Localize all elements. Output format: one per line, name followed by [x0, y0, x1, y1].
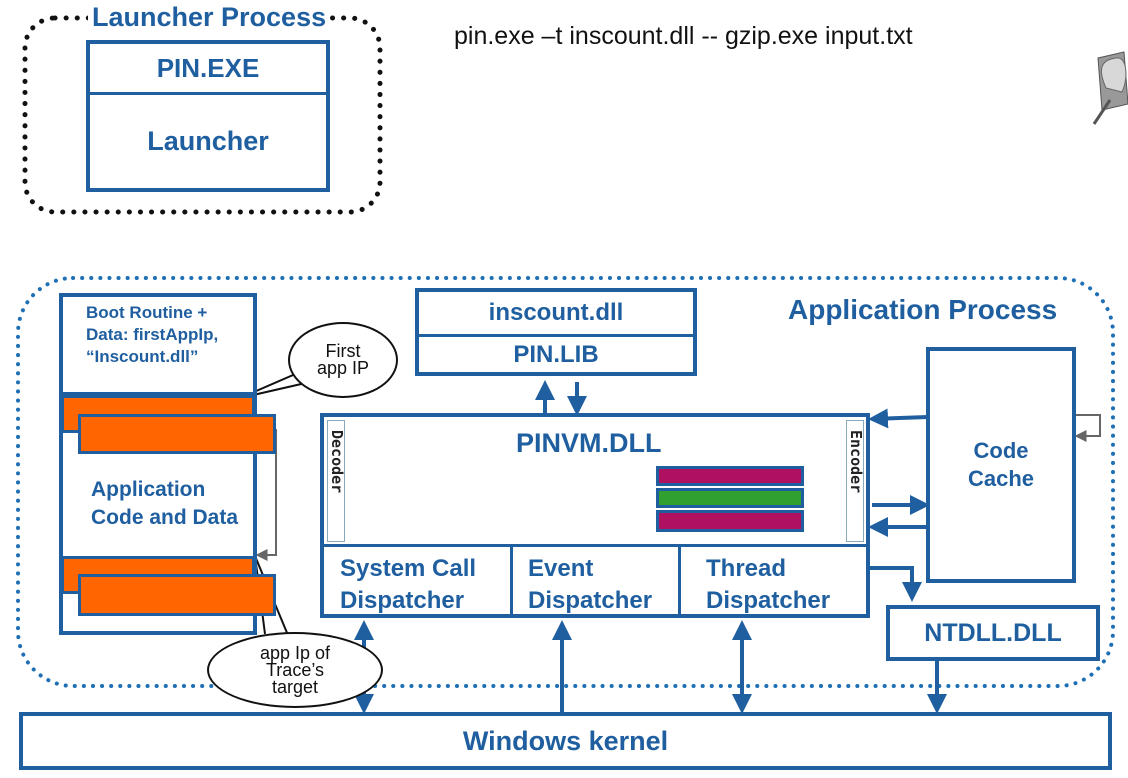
event-dispatcher-label: Event Dispatcher [528, 555, 653, 614]
app-code-label: Application Code and Data [91, 478, 239, 529]
thread-dispatcher-label: Thread Dispatcher [706, 555, 831, 614]
launcher-process-title: Launcher Process [88, 2, 331, 33]
pushpin-icon [1092, 51, 1128, 125]
launcher-label: Launcher [147, 125, 269, 156]
encoder-strip [846, 420, 864, 542]
application-process-title: Application Process [788, 294, 1058, 325]
pin-exe-label: PIN.EXE [90, 44, 326, 95]
trace-bar-magenta-bottom [656, 510, 804, 532]
decoder-label: Decoder [328, 430, 346, 494]
encoder-label: Encoder [847, 430, 865, 494]
command-line-text: pin.exe –t inscount.dll -- gzip.exe inpu… [454, 22, 913, 50]
windows-kernel-box: Windows kernel [19, 712, 1112, 770]
windows-kernel-label: Windows kernel [462, 725, 669, 756]
inscount-dll-label: inscount.dll [419, 292, 693, 337]
code-block-front-top [78, 414, 276, 454]
code-cache-label: Code Cache [967, 438, 1035, 491]
launcher-process-boundary [22, 15, 383, 215]
pin-lib-label: PIN.LIB [513, 341, 599, 368]
application-process-boundary [16, 276, 1115, 688]
tool-box: inscount.dll PIN.LIB [415, 288, 697, 376]
ntdll-box: NTDLL.DLL [886, 605, 1100, 661]
trace-target-callout: app Ip of Trace’s target [207, 632, 383, 708]
trace-bar-green [656, 488, 804, 508]
trace-bar-magenta-top [656, 466, 804, 486]
boot-routine-label: Boot Routine + Data: firstAppIp, “Inscou… [86, 303, 219, 366]
pinvm-label: PINVM.DLL [516, 428, 662, 458]
trace-target-text: app Ip of Trace’s target [259, 642, 331, 697]
dispatcher-sep-2 [678, 544, 681, 618]
decoder-strip [327, 420, 345, 542]
dispatcher-divider [320, 544, 870, 547]
launcher-box: PIN.EXE Launcher [86, 40, 330, 192]
code-block-front-bottom [78, 574, 276, 616]
first-app-ip-callout: First app IP [288, 322, 398, 398]
system-call-dispatcher-label: System Call Dispatcher [340, 555, 477, 614]
first-app-ip-text: First app IP [316, 341, 370, 378]
ntdll-label: NTDLL.DLL [924, 618, 1062, 647]
memory-divider [59, 392, 257, 395]
code-cache-box: Code Cache [926, 347, 1076, 583]
dispatcher-sep-1 [510, 544, 513, 618]
